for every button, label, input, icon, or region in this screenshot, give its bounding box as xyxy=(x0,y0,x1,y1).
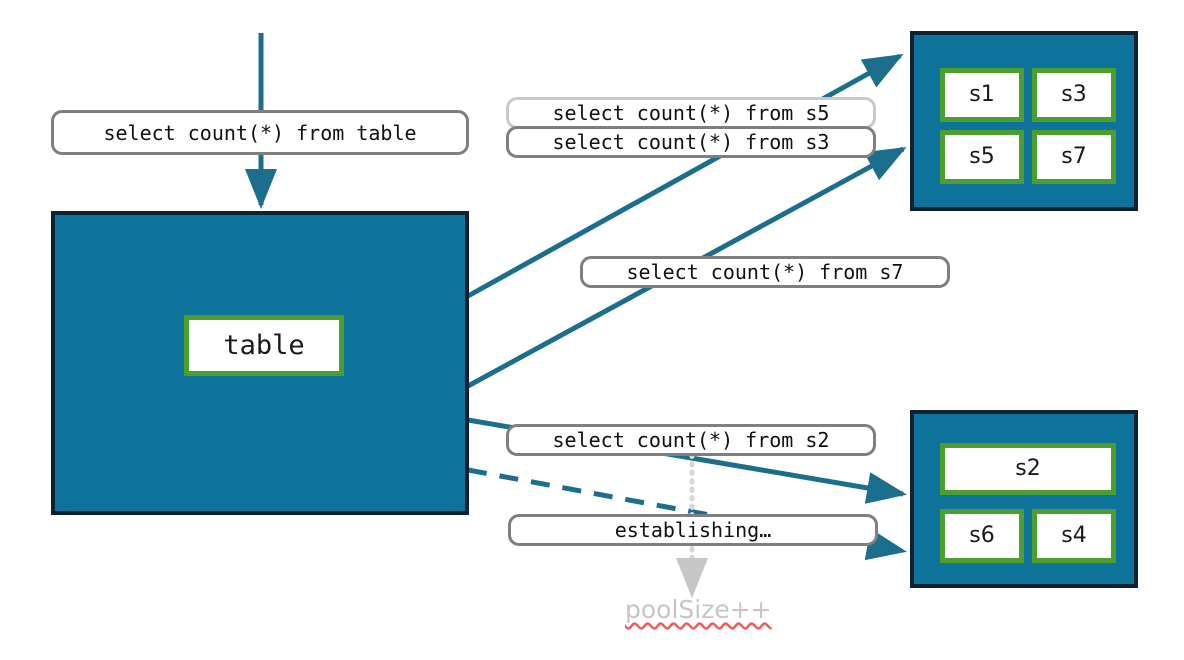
query-s2-text: select count(*) from s2 xyxy=(552,428,830,452)
table-pool-container: table xyxy=(51,211,469,515)
session-chip-s3: s3 xyxy=(1032,68,1116,122)
query-s2-label: select count(*) from s2 xyxy=(506,424,876,456)
session-chip-s3-label: s3 xyxy=(1061,82,1087,107)
session-chip-s2: s2 xyxy=(940,443,1116,495)
session-chip-s6-label: s6 xyxy=(969,523,995,548)
session-chip-s1-label: s1 xyxy=(969,82,995,107)
establishing-text: establishing… xyxy=(614,518,772,542)
session-chip-s1: s1 xyxy=(940,68,1024,122)
session-chip-s5-label: s5 xyxy=(969,144,995,169)
lower-pool-container: s2 s6 s4 xyxy=(910,410,1138,588)
entry-query-text: select count(*) from table xyxy=(103,120,417,145)
upper-pool-container: s1 s3 s5 s7 xyxy=(910,31,1138,211)
session-chip-s4: s4 xyxy=(1032,509,1116,563)
session-chip-s2-label: s2 xyxy=(1015,456,1041,481)
query-s3-text: select count(*) from s3 xyxy=(552,130,830,154)
establishing-label: establishing… xyxy=(508,514,878,546)
session-chip-s6: s6 xyxy=(940,509,1024,563)
session-chip-s7: s7 xyxy=(1032,130,1116,184)
query-s7-text: select count(*) from s7 xyxy=(626,260,904,284)
query-s3-label: select count(*) from s3 xyxy=(506,126,876,158)
poolsize-annotation: poolSize++ xyxy=(625,595,772,624)
session-chip-s7-label: s7 xyxy=(1061,144,1087,169)
entry-query-label: select count(*) from table xyxy=(51,110,469,155)
session-chip-s4-label: s4 xyxy=(1061,523,1087,548)
query-s5-label: select count(*) from s5 xyxy=(506,97,876,129)
table-chip: table xyxy=(184,315,344,376)
query-s5-text: select count(*) from s5 xyxy=(552,101,830,125)
table-chip-label: table xyxy=(223,330,305,361)
session-chip-s5: s5 xyxy=(940,130,1024,184)
poolsize-text: poolSize++ xyxy=(625,595,772,624)
query-s7-label: select count(*) from s7 xyxy=(580,256,950,288)
